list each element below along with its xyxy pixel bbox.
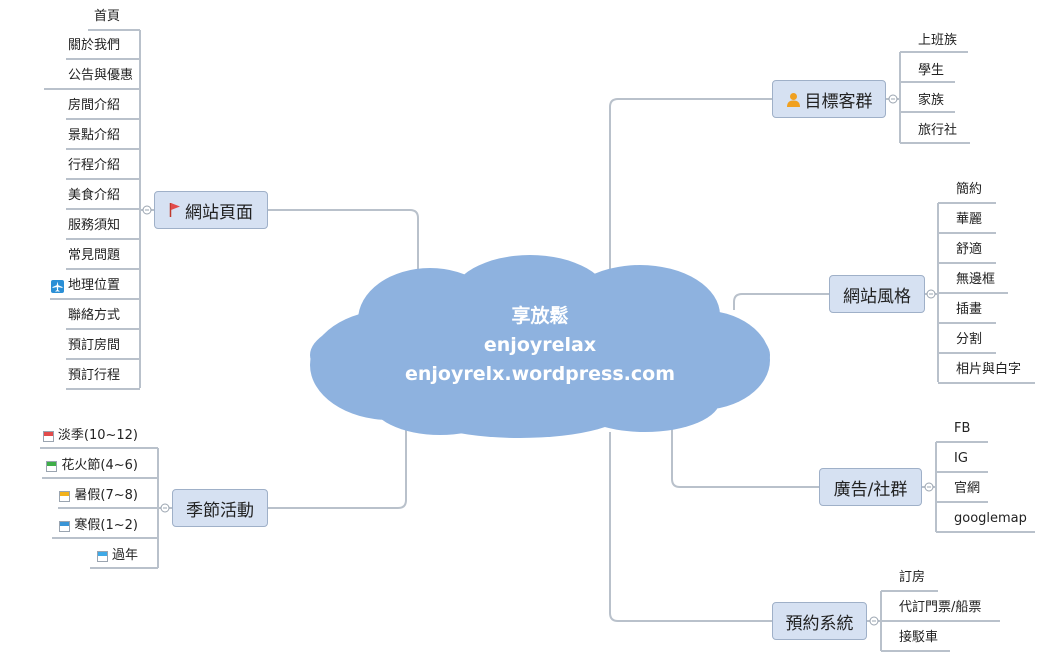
leaf-home[interactable]: 首頁 bbox=[93, 9, 120, 24]
calendar-icon bbox=[42, 430, 54, 442]
topic-target-audience[interactable]: 目標客群 bbox=[772, 80, 886, 118]
topic-label: 廣告/社群 bbox=[833, 479, 908, 500]
leaf-off-season[interactable]: 淡季(10~12) bbox=[20, 427, 138, 445]
leaf-book-room[interactable]: 訂房 bbox=[899, 570, 926, 585]
topic-label: 預約系統 bbox=[785, 613, 854, 634]
topic-seasonal-events[interactable]: 季節活動 bbox=[172, 489, 268, 527]
leaf-ig[interactable]: IG bbox=[954, 451, 968, 466]
leaf-official-site[interactable]: 官網 bbox=[954, 481, 981, 496]
topic-booking-system[interactable]: 預約系統 bbox=[772, 602, 867, 640]
center-title: 享放鬆 bbox=[511, 305, 569, 327]
leaf-about[interactable]: 關於我們 bbox=[67, 38, 120, 53]
leaf-travel-agencies[interactable]: 旅行社 bbox=[918, 123, 958, 138]
topic-website-pages[interactable]: 網站頁面 bbox=[154, 191, 268, 229]
collapse-toggles[interactable] bbox=[142, 94, 936, 626]
person-icon bbox=[786, 92, 800, 107]
leaf-winter-break[interactable]: 寒假(1~2) bbox=[20, 517, 138, 535]
airplane-icon bbox=[50, 279, 64, 293]
branch-line-seasonal bbox=[268, 428, 407, 509]
branch-line-booking bbox=[609, 432, 772, 622]
calendar-icon bbox=[59, 520, 71, 532]
leaf-service-notes[interactable]: 服務須知 bbox=[67, 218, 120, 233]
calendar-icon bbox=[96, 550, 108, 562]
branch-line-style bbox=[733, 293, 829, 310]
leaf-comfortable[interactable]: 舒適 bbox=[956, 242, 983, 257]
leaf-simple[interactable]: 簡約 bbox=[956, 182, 983, 197]
leaf-contact[interactable]: 聯絡方式 bbox=[67, 308, 120, 323]
leaf-book-room[interactable]: 預訂房間 bbox=[67, 338, 120, 353]
center-subtitle: enjoyrelax bbox=[483, 334, 597, 356]
center-topic[interactable]: 享放鬆 enjoyrelax enjoyrelx.wordpress.com bbox=[380, 302, 700, 389]
leaf-faq[interactable]: 常見問題 bbox=[67, 248, 120, 263]
center-cloud bbox=[310, 255, 770, 438]
leaf-students[interactable]: 學生 bbox=[918, 63, 945, 78]
leaf-book-tour[interactable]: 預訂行程 bbox=[67, 368, 120, 383]
leaf-photo-white-text[interactable]: 相片與白字 bbox=[956, 362, 1022, 377]
topic-website-style[interactable]: 網站風格 bbox=[829, 275, 925, 313]
branch-line-website-pages bbox=[268, 209, 419, 286]
leaf-tickets[interactable]: 代訂門票/船票 bbox=[899, 600, 982, 615]
red-flag-icon bbox=[169, 203, 180, 217]
branch-line-ads bbox=[671, 410, 819, 488]
calendar-icon bbox=[46, 460, 58, 472]
leaf-rooms[interactable]: 房間介紹 bbox=[67, 98, 120, 113]
branch-line-target bbox=[609, 98, 772, 270]
leaf-itinerary[interactable]: 行程介紹 bbox=[67, 158, 120, 173]
topic-label: 網站頁面 bbox=[185, 202, 253, 223]
leaf-office-workers[interactable]: 上班族 bbox=[918, 33, 958, 48]
leaf-location[interactable]: 地理位置 bbox=[30, 277, 120, 295]
leaf-attractions[interactable]: 景點介紹 bbox=[67, 128, 120, 143]
topic-label: 季節活動 bbox=[186, 500, 254, 521]
topic-label: 網站風格 bbox=[843, 286, 911, 307]
topic-label: 目標客群 bbox=[804, 91, 873, 112]
center-url: enjoyrelx.wordpress.com bbox=[405, 363, 675, 385]
leaf-borderless[interactable]: 無邊框 bbox=[956, 272, 996, 287]
leaf-shuttle[interactable]: 接駁車 bbox=[899, 630, 939, 645]
leaf-fb[interactable]: FB bbox=[954, 421, 971, 436]
leaf-new-year[interactable]: 過年 bbox=[20, 547, 138, 565]
leaf-illustration[interactable]: 插畫 bbox=[956, 302, 983, 317]
leaf-food[interactable]: 美食介紹 bbox=[67, 188, 120, 203]
leaf-announcements[interactable]: 公告與優惠 bbox=[67, 68, 133, 83]
leaf-gorgeous[interactable]: 華麗 bbox=[956, 212, 983, 227]
calendar-icon bbox=[59, 490, 71, 502]
topic-ads-social[interactable]: 廣告/社群 bbox=[819, 468, 922, 506]
leaf-families[interactable]: 家族 bbox=[918, 93, 945, 108]
leaf-summer-break[interactable]: 暑假(7~8) bbox=[20, 487, 138, 505]
leaf-googlemap[interactable]: googlemap bbox=[954, 511, 1027, 526]
leaf-split[interactable]: 分割 bbox=[956, 332, 983, 347]
leaf-fireworks[interactable]: 花火節(4~6) bbox=[20, 457, 138, 475]
